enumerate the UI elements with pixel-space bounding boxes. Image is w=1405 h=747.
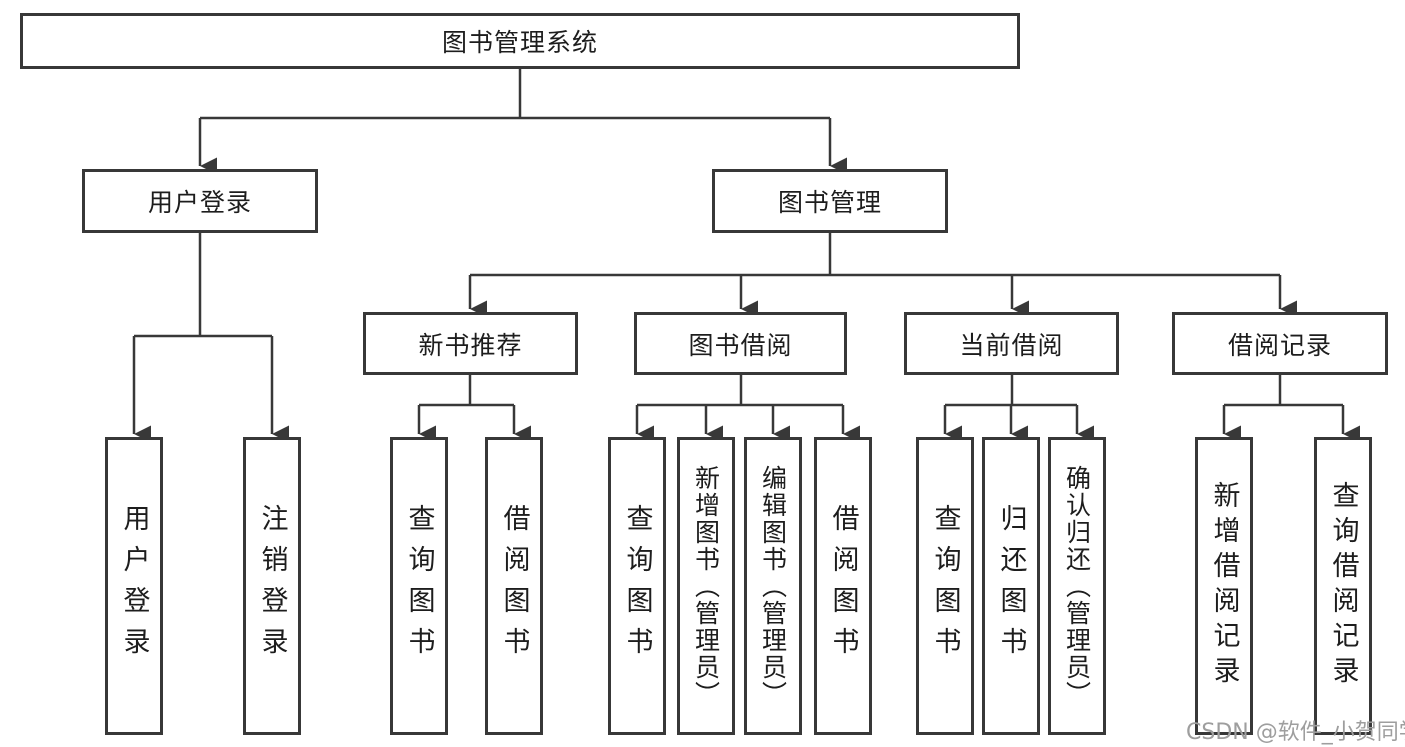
leaf-query-books-borrow-label: 查询图书 <box>621 504 653 668</box>
node-new-book-recommend: 新书推荐 <box>363 312 578 375</box>
leaf-user-login-label: 用户登录 <box>118 504 150 668</box>
node-root: 图书管理系统 <box>20 13 1020 69</box>
node-book-management: 图书管理 <box>712 169 948 233</box>
leaf-query-books-current-label: 查询图书 <box>929 504 961 668</box>
leaf-add-book-admin-label: 新增图书（管理员） <box>691 464 721 708</box>
leaf-query-books-recommend-label: 查询图书 <box>403 504 435 668</box>
node-user-login-label: 用户登录 <box>147 188 252 217</box>
leaf-edit-book-admin-label: 编辑图书（管理员） <box>758 464 788 708</box>
node-current-borrow-label: 当前借阅 <box>959 330 1064 360</box>
node-current-borrow: 当前借阅 <box>904 312 1119 375</box>
leaf-edit-book-admin: 编辑图书（管理员） <box>744 437 802 735</box>
leaf-return-book-label: 归还图书 <box>995 504 1027 668</box>
leaf-borrow-books-label: 借阅图书 <box>827 504 859 668</box>
node-book-management-label: 图书管理 <box>777 188 882 217</box>
node-book-borrow-label: 图书借阅 <box>688 330 793 360</box>
leaf-confirm-return-admin-label: 确认归还（管理员） <box>1062 464 1092 708</box>
leaf-return-book: 归还图书 <box>982 437 1040 735</box>
node-book-borrow: 图书借阅 <box>634 312 847 375</box>
leaf-borrow-books: 借阅图书 <box>814 437 872 735</box>
leaf-confirm-return-admin: 确认归还（管理员） <box>1048 437 1106 735</box>
leaf-logout: 注销登录 <box>243 437 301 735</box>
leaf-query-borrow-record: 查询借阅记录 <box>1314 437 1372 735</box>
node-new-book-recommend-label: 新书推荐 <box>418 330 523 360</box>
leaf-logout-label: 注销登录 <box>256 504 288 668</box>
csdn-watermark: CSDN @软件_小贺同学 <box>1186 720 1405 745</box>
leaf-add-book-admin: 新增图书（管理员） <box>677 437 735 735</box>
leaf-query-borrow-record-label: 查询借阅记录 <box>1327 481 1359 691</box>
node-borrow-records: 借阅记录 <box>1172 312 1388 375</box>
leaf-borrow-books-recommend: 借阅图书 <box>485 437 543 735</box>
leaf-borrow-books-recommend-label: 借阅图书 <box>498 504 530 668</box>
leaf-user-login: 用户登录 <box>105 437 163 735</box>
leaf-query-books-borrow: 查询图书 <box>608 437 666 735</box>
node-user-login: 用户登录 <box>82 169 318 233</box>
leaf-add-borrow-record: 新增借阅记录 <box>1195 437 1253 735</box>
node-root-label: 图书管理系统 <box>441 28 598 57</box>
leaf-query-books-current: 查询图书 <box>916 437 974 735</box>
leaf-add-borrow-record-label: 新增借阅记录 <box>1208 481 1240 691</box>
leaf-query-books-recommend: 查询图书 <box>390 437 448 735</box>
node-borrow-records-label: 借阅记录 <box>1227 330 1332 360</box>
